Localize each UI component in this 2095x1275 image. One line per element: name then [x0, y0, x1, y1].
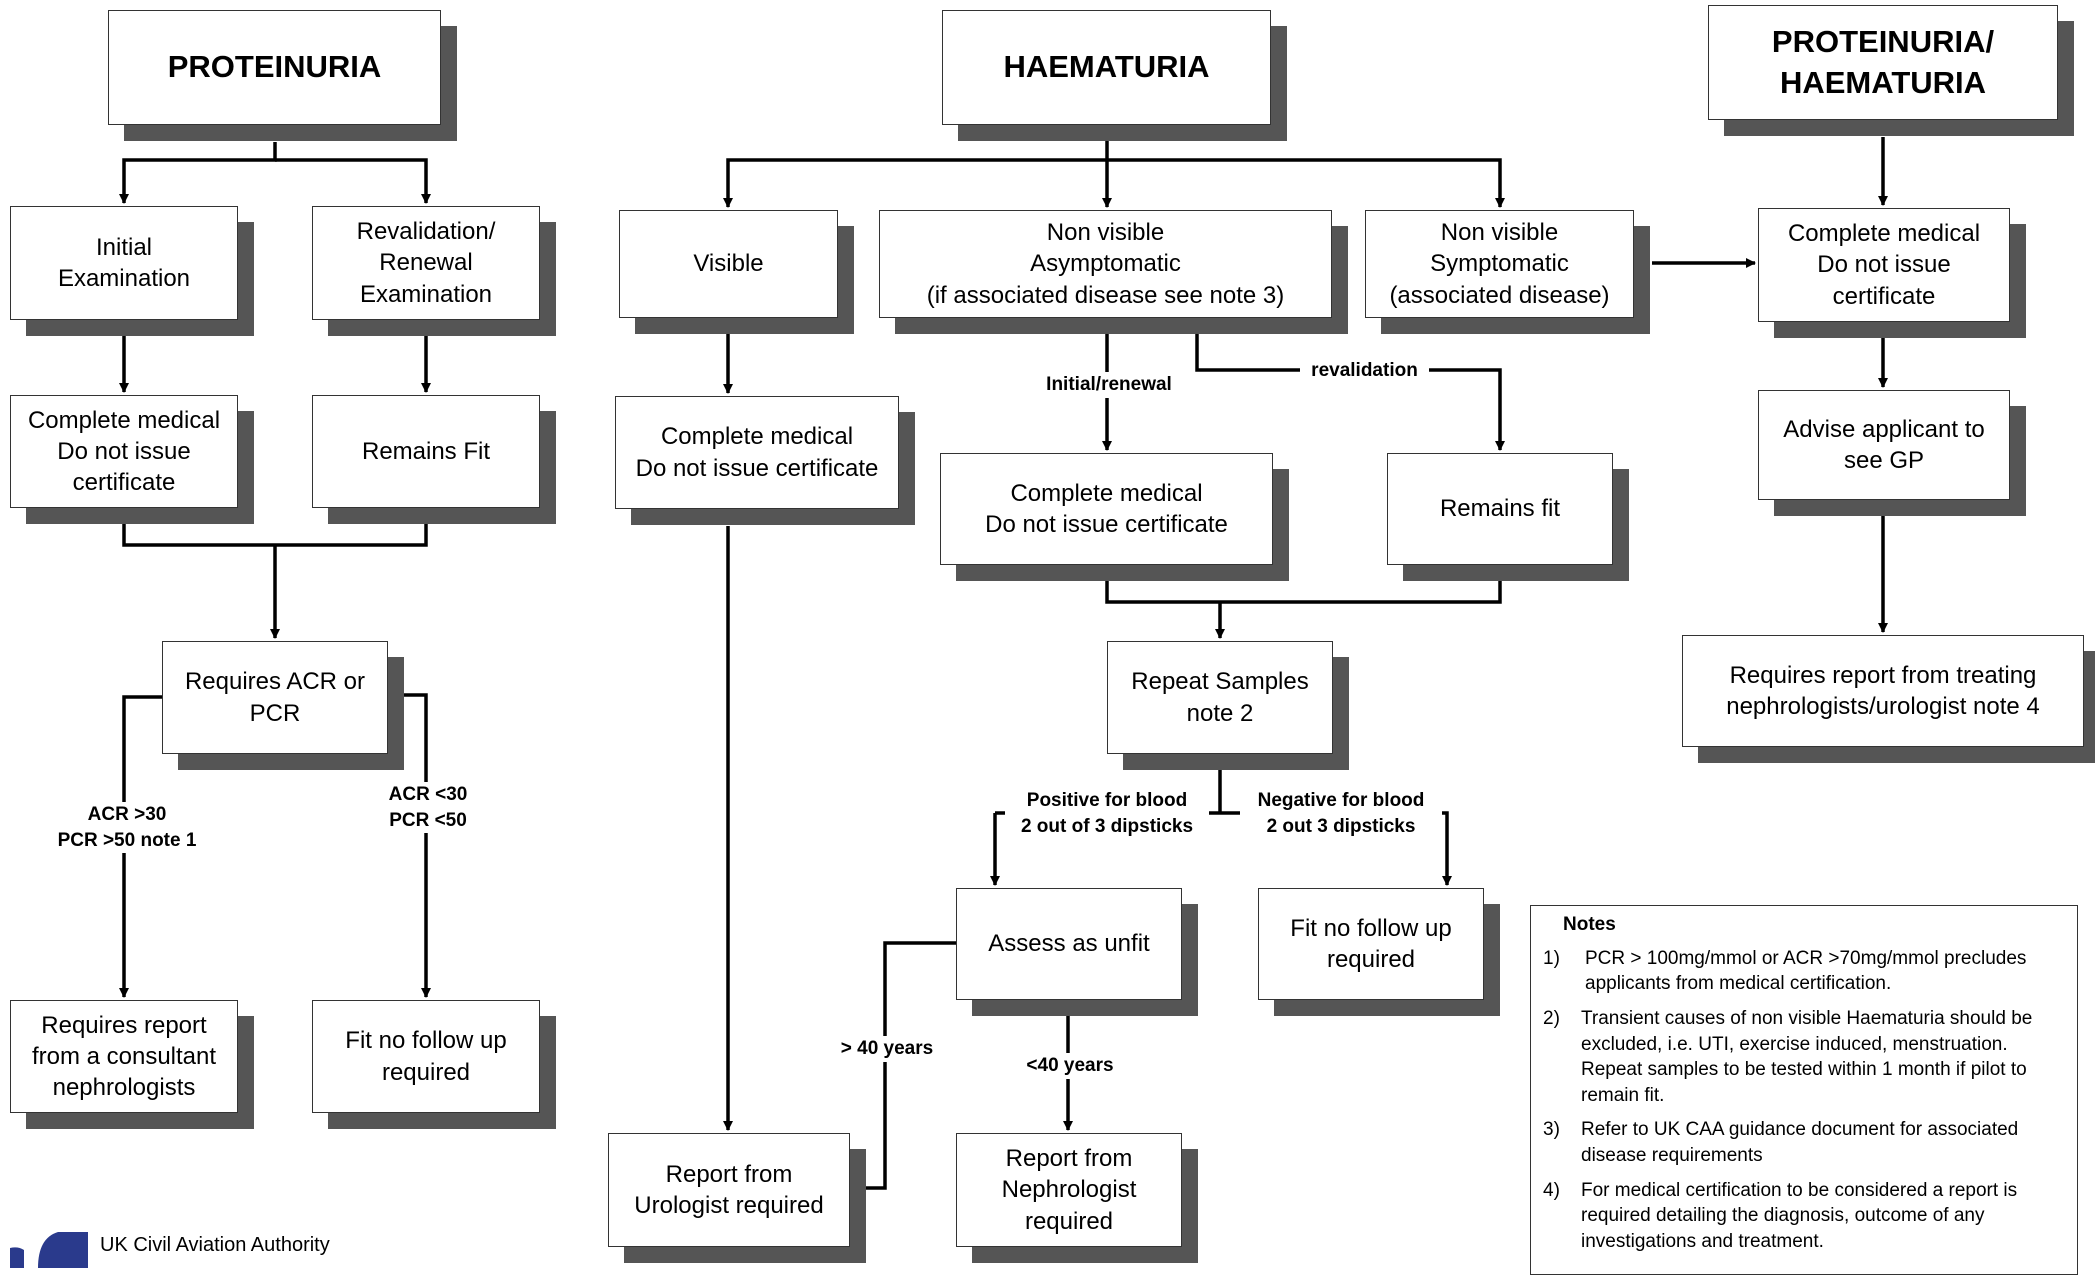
requires-report-treating-box: Requires report from treating nephrologi…: [1682, 635, 2084, 747]
caa-logo: UK Civil Aviation Authority: [8, 1228, 330, 1268]
asymptomatic-remains-fit-box: Remains fit: [1387, 453, 1613, 565]
positive-for-blood-label: Positive for blood 2 out of 3 dipsticks: [1005, 788, 1209, 840]
proteinuria-fit-no-follow-box: Fit no follow up required: [312, 1000, 540, 1113]
notes-title: Notes: [1563, 914, 1616, 935]
note-item: 1) PCR > 100mg/mmol or ACR >70mg/mmol pr…: [1531, 946, 2065, 997]
organisation-name: UK Civil Aviation Authority: [100, 1234, 330, 1256]
note-text: PCR > 100mg/mmol or ACR >70mg/mmol precl…: [1585, 947, 2027, 995]
notes-panel: Notes 1) PCR > 100mg/mmol or ACR >70mg/m…: [1530, 905, 2078, 1275]
acr-high-label: ACR >30 PCR >50 note 1: [40, 802, 214, 854]
note-number: 1): [1543, 947, 1560, 969]
repeat-samples-box: Repeat Samples note 2: [1107, 641, 1333, 754]
note-number: 4): [1543, 1179, 1560, 1201]
acr-low-label: ACR <30 PCR <50: [370, 782, 486, 834]
proteinuria-complete-medical-box: Complete medical Do not issue certificat…: [10, 395, 238, 508]
note-item: 2) Transient causes of non visible Haema…: [1531, 1006, 2065, 1109]
note-text: Refer to UK CAA guidance document for as…: [1581, 1119, 2019, 1167]
header-haematuria: HAEMATURIA: [942, 10, 1271, 125]
note-text: Transient causes of non visible Haematur…: [1581, 1007, 2033, 1106]
asymptomatic-complete-medical-box: Complete medical Do not issue certificat…: [940, 453, 1273, 565]
haematuria-fit-no-follow-box: Fit no follow up required: [1258, 888, 1484, 1000]
revalidation-renewal-box: Revalidation/ Renewal Examination: [312, 206, 540, 320]
initial-examination-box: Initial Examination: [10, 206, 238, 320]
note-number: 2): [1543, 1007, 1560, 1029]
requires-acr-pcr-box: Requires ACR or PCR: [162, 641, 388, 754]
non-visible-symptomatic-box: Non visible Symptomatic (associated dise…: [1365, 210, 1634, 318]
under-40-label: <40 years: [1016, 1053, 1124, 1079]
revalidation-label: revalidation: [1300, 358, 1429, 384]
advise-gp-box: Advise applicant to see GP: [1758, 390, 2010, 500]
note-number: 3): [1543, 1119, 1560, 1141]
assess-unfit-box: Assess as unfit: [956, 888, 1182, 1000]
both-complete-medical-box: Complete medical Do not issue certificat…: [1758, 208, 2010, 322]
negative-for-blood-label: Negative for blood 2 out 3 dipsticks: [1240, 788, 1442, 840]
proteinuria-remains-fit-box: Remains Fit: [312, 395, 540, 508]
note-item: 4) For medical certification to be consi…: [1531, 1178, 2065, 1255]
report-urologist-box: Report from Urologist required: [608, 1133, 850, 1247]
note-item: 3) Refer to UK CAA guidance document for…: [1531, 1117, 2065, 1168]
header-proteinuria: PROTEINURIA: [108, 10, 441, 125]
non-visible-asymptomatic-box: Non visible Asymptomatic (if associated …: [879, 210, 1332, 318]
report-consultant-box: Requires report from a consultant nephro…: [10, 1000, 238, 1113]
note-text: For medical certification to be consider…: [1581, 1179, 2018, 1253]
initial-renewal-label: Initial/renewal: [1032, 372, 1186, 398]
report-nephrologist-box: Report from Nephrologist required: [956, 1133, 1182, 1247]
caa-emblem-icon: [10, 1232, 88, 1268]
header-proteinuria-haematuria: PROTEINURIA/ HAEMATURIA: [1708, 5, 2058, 120]
visible-complete-medical-box: Complete medical Do not issue certificat…: [615, 396, 899, 509]
visible-box: Visible: [619, 210, 838, 318]
over-40-label: > 40 years: [830, 1036, 944, 1062]
